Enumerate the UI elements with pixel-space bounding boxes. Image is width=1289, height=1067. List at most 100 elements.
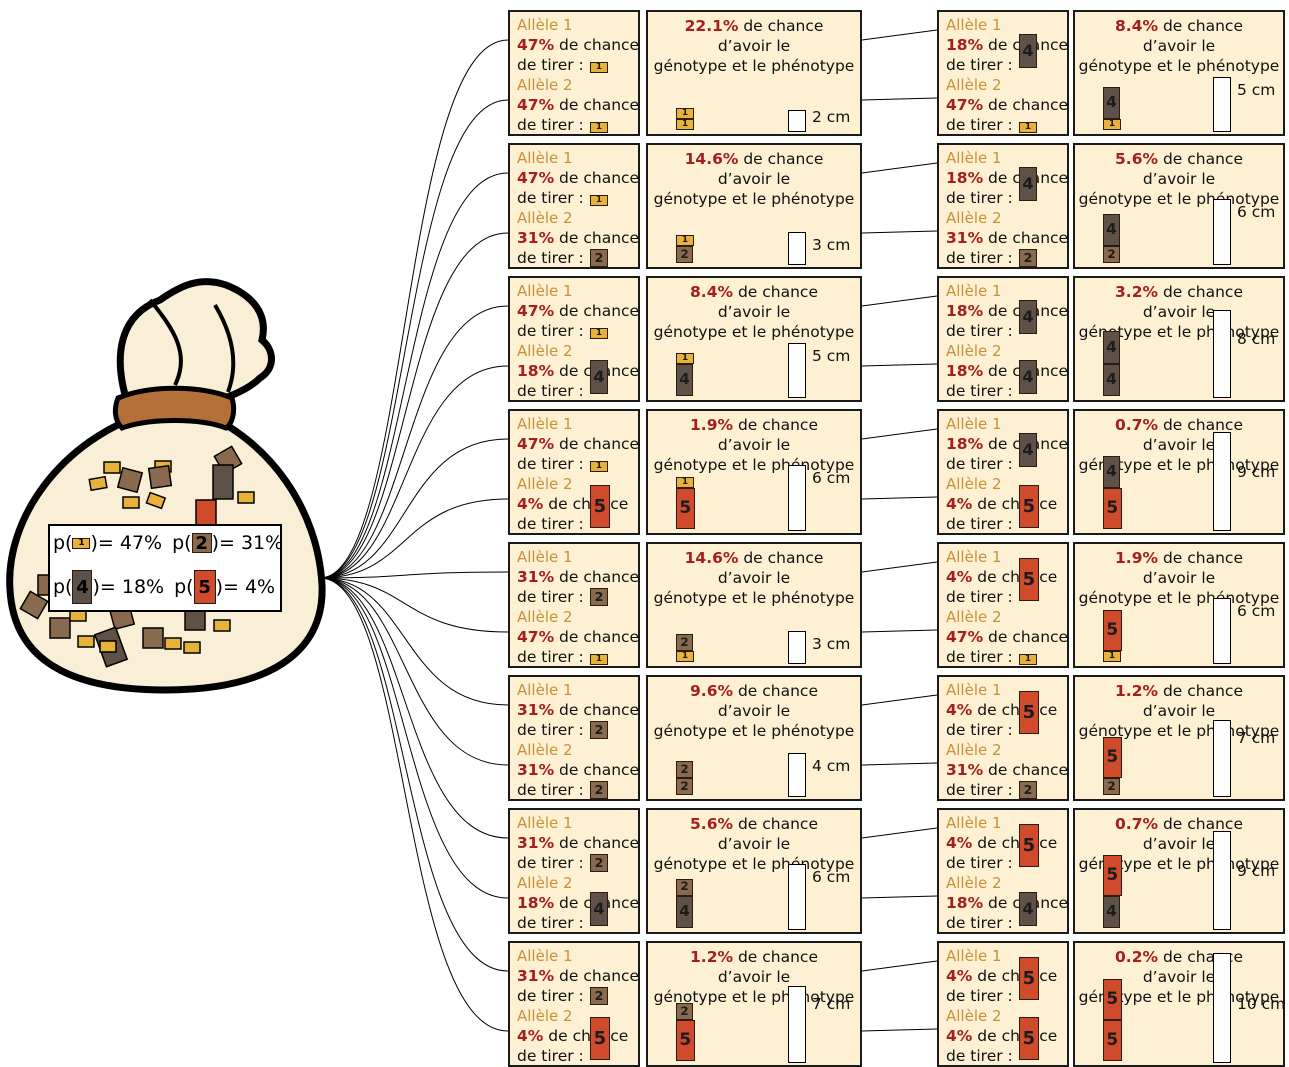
genotype-phenotype-text: génotype et le phénotype — [1079, 57, 1280, 75]
allele-1-percent: 4% — [946, 568, 972, 586]
allele-2-label: Allèle 2 — [517, 608, 573, 626]
allele-tile-4: 4 — [590, 892, 608, 926]
allele-tile-2: 2 — [590, 588, 608, 606]
draw-text: de tirer : — [517, 914, 584, 932]
allele-tile-5: 5 — [1019, 485, 1039, 528]
legend-prefix: p( — [172, 532, 191, 554]
allele-tile-1: 1 — [1103, 651, 1121, 662]
connector-line — [862, 630, 937, 632]
phenotype-height-label: 2 cm — [812, 108, 850, 126]
probability-header: 1.9% de chanced’avoir legénotype et le p… — [1075, 548, 1283, 608]
chance-text: de chance — [743, 17, 823, 35]
chance-text: de chance — [977, 495, 1057, 513]
allele-tile-2: 2 — [676, 246, 693, 263]
allele-1-chance: 47% de chance — [517, 435, 639, 453]
allele-1-label: Allèle 1 — [517, 415, 573, 433]
allele-2-percent: 4% — [946, 1027, 972, 1045]
connector-line — [862, 562, 937, 572]
allele-2-chance: 4% de chance — [517, 495, 628, 513]
allele-1-chance: 47% de chance — [517, 169, 639, 187]
allele-1-label: Allèle 1 — [517, 149, 573, 167]
allele-2-label: Allèle 2 — [517, 76, 573, 94]
probability-header: 8.4% de chanced’avoir legénotype et le p… — [648, 282, 860, 342]
phenotype-height-bar — [788, 465, 806, 531]
connector-line — [862, 1029, 937, 1031]
phenotype-height-bar — [788, 986, 806, 1063]
allele-2-chance: 4% de chance — [517, 1027, 628, 1045]
allele-2-chance: 31% de chance — [517, 229, 639, 247]
chance-text: de chance — [988, 96, 1068, 114]
legend-value-2: )= 31% — [212, 532, 284, 554]
allele-tile-1: 1 — [676, 353, 694, 364]
allele-2-percent: 18% — [946, 894, 983, 912]
draw-text: de tirer : — [517, 382, 584, 400]
davoir-text: d’avoir le — [1143, 170, 1215, 188]
phenotype-height-label: 7 cm — [1237, 729, 1275, 747]
allele-2-chance: 4% de chance — [946, 495, 1057, 513]
davoir-text: d’avoir le — [1143, 436, 1215, 454]
phenotype-height-bar — [1213, 432, 1231, 531]
allele-tile-5: 5 — [1019, 824, 1039, 867]
allele-tile-2: 2 — [1019, 781, 1037, 799]
chance-text: de chance — [1163, 17, 1243, 35]
connector-line — [862, 497, 937, 499]
result-percent: 0.7% — [1115, 416, 1158, 434]
phenotype-height-label: 8 cm — [1237, 330, 1275, 348]
result-percent: 1.2% — [1115, 682, 1158, 700]
genotype-phenotype-box: 8.4% de chanced’avoir legénotype et le p… — [646, 276, 862, 402]
allele-tile-5: 5 — [676, 1020, 695, 1061]
chance-text: de chance — [1163, 682, 1243, 700]
draw-text: de tirer : — [517, 588, 584, 606]
allele-2-label: Allèle 2 — [946, 608, 1002, 626]
davoir-text: d’avoir le — [718, 436, 790, 454]
chance-text: de chance — [738, 283, 818, 301]
allele-tile-2: 2 — [590, 721, 608, 739]
connector-line — [862, 163, 937, 173]
draw-text: de tirer : — [946, 515, 1013, 533]
legend-value-1: )= 47% — [90, 532, 162, 554]
allele-tile-4: 4 — [676, 896, 693, 928]
allele-1-chance: 31% de chance — [517, 967, 639, 985]
allele-tile-4: 4 — [1103, 364, 1120, 396]
allele-tile-4: 4 — [1103, 87, 1120, 119]
connector-line — [862, 296, 937, 306]
chance-text: de chance — [977, 1027, 1057, 1045]
chance-text: de chance — [559, 701, 639, 719]
davoir-text: d’avoir le — [1143, 968, 1215, 986]
allele-2-chance: 47% de chance — [517, 96, 639, 114]
allele-tile-5: 5 — [1103, 737, 1122, 778]
phenotype-height-label: 6 cm — [1237, 203, 1275, 221]
draw-text: de tirer : — [946, 455, 1013, 473]
phenotype-height-bar — [1213, 199, 1231, 265]
phenotype-height-label: 3 cm — [812, 236, 850, 254]
allele-1-label: Allèle 1 — [946, 814, 1002, 832]
draw-text: de tirer : — [946, 116, 1013, 134]
allele-tile-4: 4 — [1103, 896, 1120, 928]
allele-tile-4: 4 — [1103, 214, 1120, 246]
connector-line — [320, 578, 508, 898]
connector-line — [320, 40, 508, 578]
draw-text: de tirer : — [517, 189, 584, 207]
allele-tile-5: 5 — [1019, 1017, 1039, 1060]
phenotype-height-bar — [788, 232, 806, 265]
draw-text: de tirer : — [517, 854, 584, 872]
result-percent: 0.2% — [1115, 948, 1158, 966]
allele-tile-1: 1 — [590, 654, 608, 665]
allele-2-label: Allèle 2 — [946, 76, 1002, 94]
allele-2-chance: 18% de chance — [517, 362, 639, 380]
allele-tile-4: 4 — [1019, 167, 1037, 201]
chance-text: de chance — [559, 568, 639, 586]
allele-tile-2: 2 — [1103, 246, 1120, 263]
connector-line — [320, 233, 508, 578]
legend-value-4: )= 18% — [92, 576, 164, 598]
allele-1-percent: 31% — [517, 967, 554, 985]
chance-text: de chance — [548, 495, 628, 513]
draw-text: de tirer : — [517, 648, 584, 666]
result-percent: 14.6% — [685, 549, 739, 567]
allele-2-chance: 4% de chance — [946, 1027, 1057, 1045]
chance-text: de chance — [1163, 549, 1243, 567]
